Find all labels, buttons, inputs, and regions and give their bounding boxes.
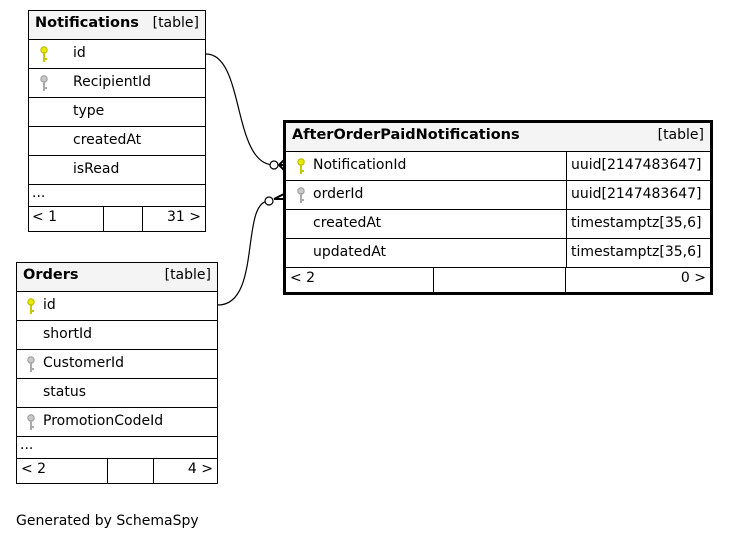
column-type: timestamptz[35,6] bbox=[566, 239, 710, 267]
column-name: id bbox=[73, 45, 86, 61]
primary-key-icon bbox=[40, 46, 48, 62]
zero-or-many-marker bbox=[264, 196, 274, 206]
table-afterorderpaidnotifications[interactable]: AfterOrderPaidNotifications [table] Noti… bbox=[283, 120, 713, 295]
primary-key-icon bbox=[297, 158, 305, 174]
children-count: 0 > bbox=[680, 270, 706, 286]
column-row[interactable]: NotificationId uuid[2147483647] bbox=[286, 152, 710, 181]
parents-count-link[interactable]: < 2 bbox=[286, 268, 434, 292]
ellipsis: ... bbox=[20, 437, 34, 453]
column-name: PromotionCodeId bbox=[43, 413, 164, 429]
table-name: AfterOrderPaidNotifications bbox=[292, 127, 520, 143]
children-count-link[interactable]: 31 > bbox=[143, 207, 205, 231]
relationship-orders-to-afterorderpaid bbox=[217, 200, 270, 306]
column-row[interactable]: PromotionCodeId bbox=[17, 408, 217, 437]
children-count-link[interactable]: 0 > bbox=[566, 268, 710, 292]
table-header: AfterOrderPaidNotifications [table] bbox=[286, 123, 710, 152]
column-name: id bbox=[43, 297, 56, 313]
table-name: Orders bbox=[23, 267, 79, 283]
foreign-key-icon bbox=[40, 75, 48, 91]
column-name: type bbox=[73, 103, 105, 119]
column-row[interactable]: createdAt bbox=[29, 127, 205, 156]
table-kind: [table] bbox=[164, 267, 211, 283]
column-row[interactable]: status bbox=[17, 379, 217, 408]
children-count: 4 > bbox=[187, 461, 213, 477]
column-name: status bbox=[43, 384, 87, 400]
column-type: uuid[2147483647] bbox=[566, 181, 710, 209]
column-row[interactable]: createdAt timestamptz[35,6] bbox=[286, 210, 710, 239]
relationship-notifications-to-afterorderpaid bbox=[205, 53, 275, 166]
column-type: uuid[2147483647] bbox=[566, 152, 710, 180]
more-columns: ... bbox=[17, 437, 217, 459]
primary-key-icon bbox=[27, 298, 35, 314]
column-row[interactable]: id bbox=[17, 292, 217, 321]
footer-spacer bbox=[108, 459, 154, 483]
foreign-key-icon bbox=[297, 187, 305, 203]
column-row[interactable]: id bbox=[29, 40, 205, 69]
zero-or-many-marker bbox=[269, 160, 279, 170]
column-type: timestamptz[35,6] bbox=[566, 210, 710, 238]
footer-spacer bbox=[434, 268, 566, 292]
table-kind: [table] bbox=[152, 15, 199, 31]
table-footer: < 2 4 > bbox=[17, 459, 217, 483]
parents-count: < 2 bbox=[290, 270, 316, 286]
table-kind: [table] bbox=[657, 127, 704, 143]
foreign-key-icon bbox=[27, 414, 35, 430]
column-row[interactable]: CustomerId bbox=[17, 350, 217, 379]
table-name: Notifications bbox=[35, 15, 139, 31]
foreign-key-icon bbox=[27, 356, 35, 372]
column-row[interactable]: type bbox=[29, 98, 205, 127]
column-name: CustomerId bbox=[43, 355, 125, 371]
column-row[interactable]: isRead bbox=[29, 156, 205, 185]
column-row[interactable]: shortId bbox=[17, 321, 217, 350]
table-header: Notifications [table] bbox=[29, 11, 205, 40]
column-name: shortId bbox=[43, 326, 92, 342]
column-name: createdAt bbox=[313, 215, 382, 231]
parents-count: < 2 bbox=[21, 461, 47, 477]
table-header: Orders [table] bbox=[17, 263, 217, 292]
footer-spacer bbox=[104, 207, 143, 231]
column-row[interactable]: updatedAt timestamptz[35,6] bbox=[286, 239, 710, 268]
table-footer: < 1 31 > bbox=[29, 207, 205, 231]
column-name: orderId bbox=[313, 186, 364, 202]
parents-count-link[interactable]: < 1 bbox=[29, 207, 104, 231]
column-name: updatedAt bbox=[313, 244, 387, 260]
more-columns: ... bbox=[29, 185, 205, 207]
children-count: 31 > bbox=[167, 209, 201, 225]
table-orders[interactable]: Orders [table] id shortId CustomerId sta… bbox=[16, 262, 218, 484]
column-name: NotificationId bbox=[313, 157, 407, 173]
crowfoot-marker bbox=[273, 193, 285, 200]
parents-count: < 1 bbox=[32, 209, 58, 225]
parents-count-link[interactable]: < 2 bbox=[17, 459, 108, 483]
column-row[interactable]: RecipientId bbox=[29, 69, 205, 98]
table-footer: < 2 0 > bbox=[286, 268, 710, 292]
column-name: createdAt bbox=[73, 132, 142, 148]
children-count-link[interactable]: 4 > bbox=[154, 459, 217, 483]
ellipsis: ... bbox=[32, 185, 46, 201]
column-name: isRead bbox=[73, 161, 120, 177]
column-row[interactable]: orderId uuid[2147483647] bbox=[286, 181, 710, 210]
table-notifications[interactable]: Notifications [table] id RecipientId typ… bbox=[28, 10, 206, 232]
column-name: RecipientId bbox=[73, 74, 152, 90]
generated-by-footer: Generated by SchemaSpy bbox=[16, 513, 199, 529]
